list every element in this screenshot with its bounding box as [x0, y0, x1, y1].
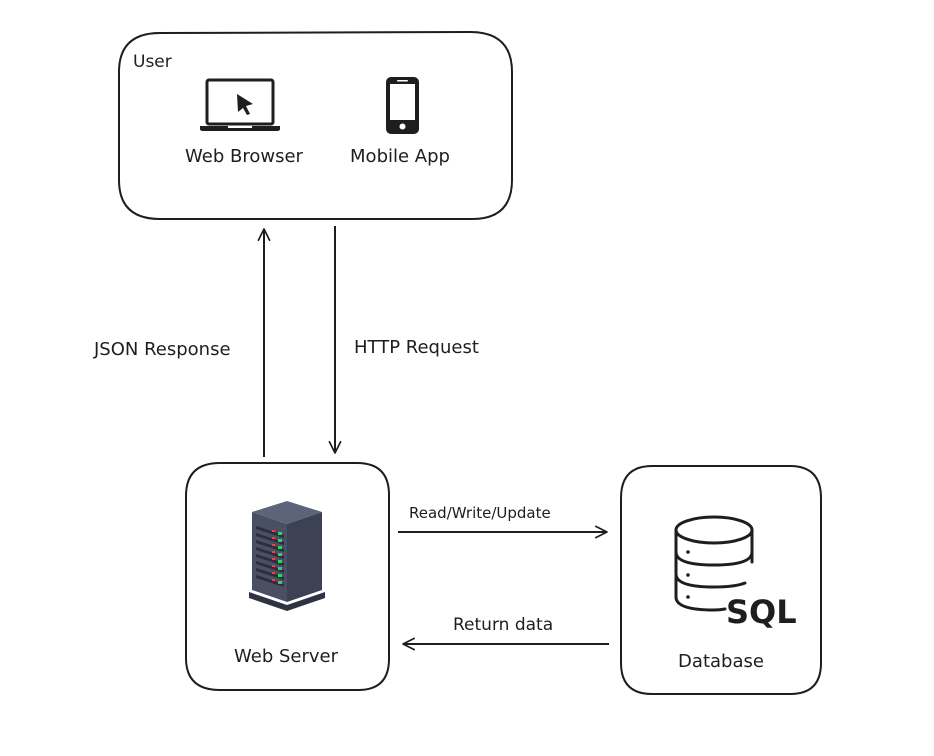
read-write-update-edge: Read/Write/Update: [398, 504, 608, 539]
user-node: User Web Browser Mobile App: [118, 30, 513, 220]
web-server-box: [185, 462, 390, 691]
json-response-edge: JSON Response: [93, 228, 271, 457]
server-rack-icon: [249, 501, 325, 611]
json-response-label: JSON Response: [93, 339, 231, 360]
user-box: [118, 30, 513, 220]
cursor-icon: [237, 94, 253, 115]
read-write-update-label: Read/Write/Update: [409, 504, 551, 522]
web-server-node: Web Server: [185, 462, 390, 691]
database-icon: [674, 515, 754, 612]
mobile-app-label: Mobile App: [350, 146, 450, 167]
return-data-edge: Return data: [402, 615, 609, 651]
laptop-icon: [200, 78, 280, 131]
web-server-label: Web Server: [234, 646, 339, 667]
http-request-label: HTTP Request: [354, 337, 479, 358]
database-node: SQL Database: [620, 465, 822, 695]
mobile-phone-icon: [386, 77, 419, 134]
user-label: User: [133, 52, 172, 72]
return-data-label: Return data: [453, 615, 553, 635]
sql-badge: SQL: [726, 593, 797, 631]
database-box: [620, 465, 822, 695]
database-label: Database: [678, 651, 764, 672]
http-request-edge: HTTP Request: [328, 226, 479, 454]
web-browser-label: Web Browser: [185, 146, 304, 167]
